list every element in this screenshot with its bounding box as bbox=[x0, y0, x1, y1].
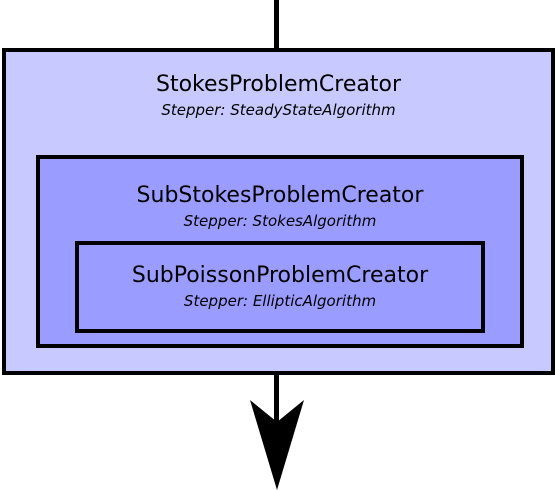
down-arrow-icon bbox=[250, 400, 304, 490]
sub-poisson-problem-creator-title: SubPoissonProblemCreator bbox=[131, 263, 429, 288]
incoming-flow-line bbox=[274, 0, 279, 52]
sub-poisson-problem-creator-box: SubPoissonProblemCreator Stepper: Ellipt… bbox=[75, 241, 485, 333]
stokes-problem-creator-title: StokesProblemCreator bbox=[155, 72, 402, 97]
sub-stokes-problem-creator-box: SubStokesProblemCreator Stepper: StokesA… bbox=[36, 155, 524, 348]
sub-poisson-problem-creator-stepper: Stepper: EllipticAlgorithm bbox=[183, 292, 377, 310]
stokes-problem-creator-stepper: Stepper: SteadyStateAlgorithm bbox=[161, 101, 396, 119]
outgoing-flow-line bbox=[274, 372, 279, 424]
sub-stokes-problem-creator-title: SubStokesProblemCreator bbox=[136, 183, 424, 208]
sub-stokes-problem-creator-stepper: Stepper: StokesAlgorithm bbox=[183, 212, 377, 230]
stokes-problem-creator-box: StokesProblemCreator Stepper: SteadyStat… bbox=[2, 48, 555, 375]
